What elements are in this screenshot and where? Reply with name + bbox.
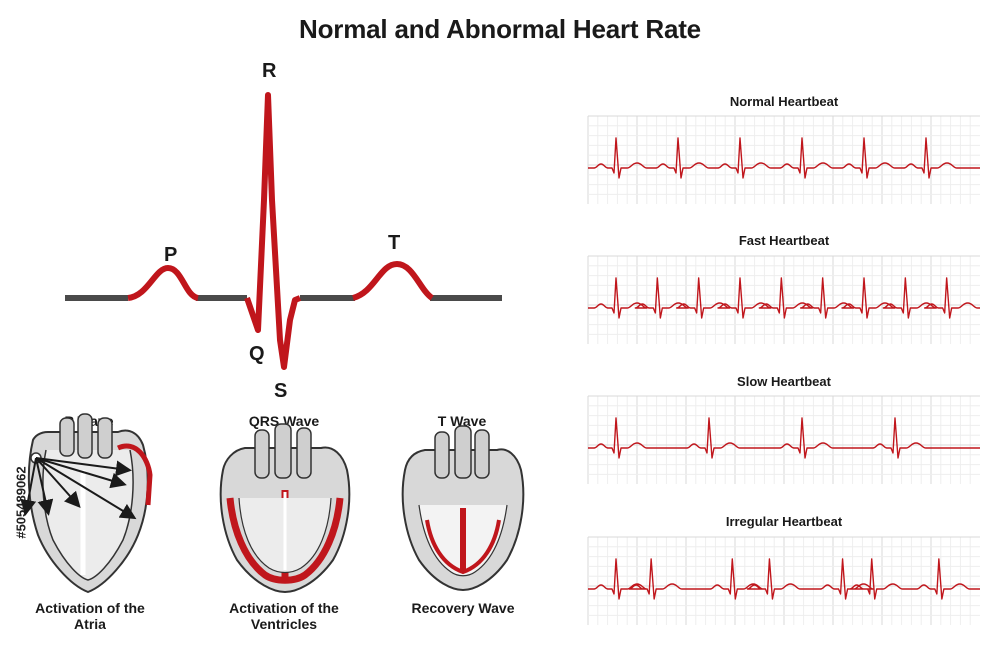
ecg-strip-fast bbox=[587, 255, 980, 344]
r-wave-label: R bbox=[262, 60, 277, 82]
ecg-strip-slow bbox=[587, 395, 980, 484]
ecg-t-wave bbox=[351, 260, 434, 301]
ecg-trace bbox=[588, 417, 980, 459]
ecg-strip-normal bbox=[587, 115, 980, 204]
q-wave-label: Q bbox=[249, 343, 265, 365]
heart-p-wave bbox=[20, 413, 153, 594]
s-wave-label: S bbox=[274, 380, 288, 402]
ecg-trace bbox=[588, 137, 980, 179]
heart-t-wave bbox=[401, 425, 525, 592]
page-title: Normal and Abnormal Heart Rate bbox=[299, 14, 701, 44]
heart-title-t: T Wave bbox=[437, 413, 487, 429]
strip-title-fast: Fast Heartbeat bbox=[738, 233, 830, 248]
ecg-qrs-wave bbox=[244, 92, 302, 370]
p-wave-label: P bbox=[164, 244, 178, 266]
heart-caption-qrs: Activation of the Ventricles bbox=[229, 600, 339, 632]
ecg-trace bbox=[588, 277, 980, 319]
heart-title-qrs: QRS Wave bbox=[248, 413, 320, 429]
ecg-trace bbox=[588, 558, 980, 600]
heart-caption-p: Activation of the Atria bbox=[35, 600, 145, 632]
heart-caption-t: Recovery Wave bbox=[411, 600, 515, 616]
strip-title-slow: Slow Heartbeat bbox=[737, 374, 831, 389]
heart-qrs-wave bbox=[219, 423, 351, 594]
strip-title-normal: Normal Heartbeat bbox=[729, 94, 839, 109]
ecg-strip-irregular bbox=[587, 536, 980, 625]
strip-title-irregular: Irregular Heartbeat bbox=[725, 514, 843, 529]
t-wave-label: T bbox=[388, 232, 401, 254]
ecg-p-wave bbox=[127, 264, 200, 301]
